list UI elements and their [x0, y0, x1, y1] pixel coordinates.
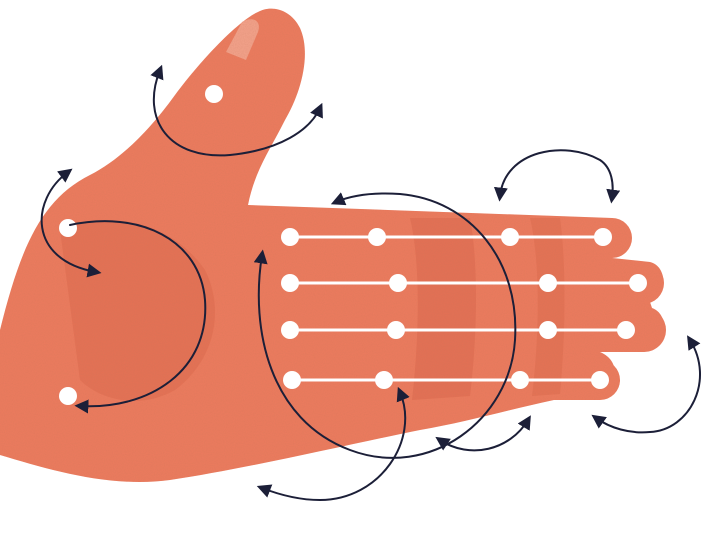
- thumb-base-joint: [59, 219, 77, 237]
- hand-shape: [0, 8, 666, 482]
- thumb-base-arrow: [40, 168, 102, 278]
- thumb-tip-arrow: [150, 64, 323, 157]
- ring-joint-2: [387, 321, 405, 339]
- thumb-tip-joint: [205, 85, 223, 103]
- thenar-arc-arrow: [69, 220, 207, 414]
- ring-tip-arrow: [591, 335, 701, 434]
- index-joint-1: [281, 228, 299, 246]
- middle-joint-shading: [530, 218, 565, 396]
- index-joint-2: [368, 228, 386, 246]
- thumbnail: [226, 19, 259, 60]
- little-joint-2: [375, 371, 393, 389]
- little-joint-1: [283, 371, 301, 389]
- ring-joint-1: [281, 321, 299, 339]
- motion-arrows: [40, 64, 701, 502]
- index-joint-3: [501, 228, 519, 246]
- wrist-joint: [59, 387, 77, 405]
- ring-joint-3: [539, 321, 557, 339]
- little-joint-4: [591, 371, 609, 389]
- middle-joint-4: [629, 274, 647, 292]
- middle-joint-3: [539, 274, 557, 292]
- little-finger-arc-arrow: [256, 386, 410, 502]
- middle-joint-2: [389, 274, 407, 292]
- knuckle-shading: [410, 218, 476, 400]
- ring-joint-4: [617, 321, 635, 339]
- middle-joint-1: [281, 274, 299, 292]
- lower-palm-arrow: [435, 415, 531, 452]
- index-tip-arrow: [493, 149, 621, 204]
- little-joint-3: [511, 371, 529, 389]
- index-joint-4: [594, 228, 612, 246]
